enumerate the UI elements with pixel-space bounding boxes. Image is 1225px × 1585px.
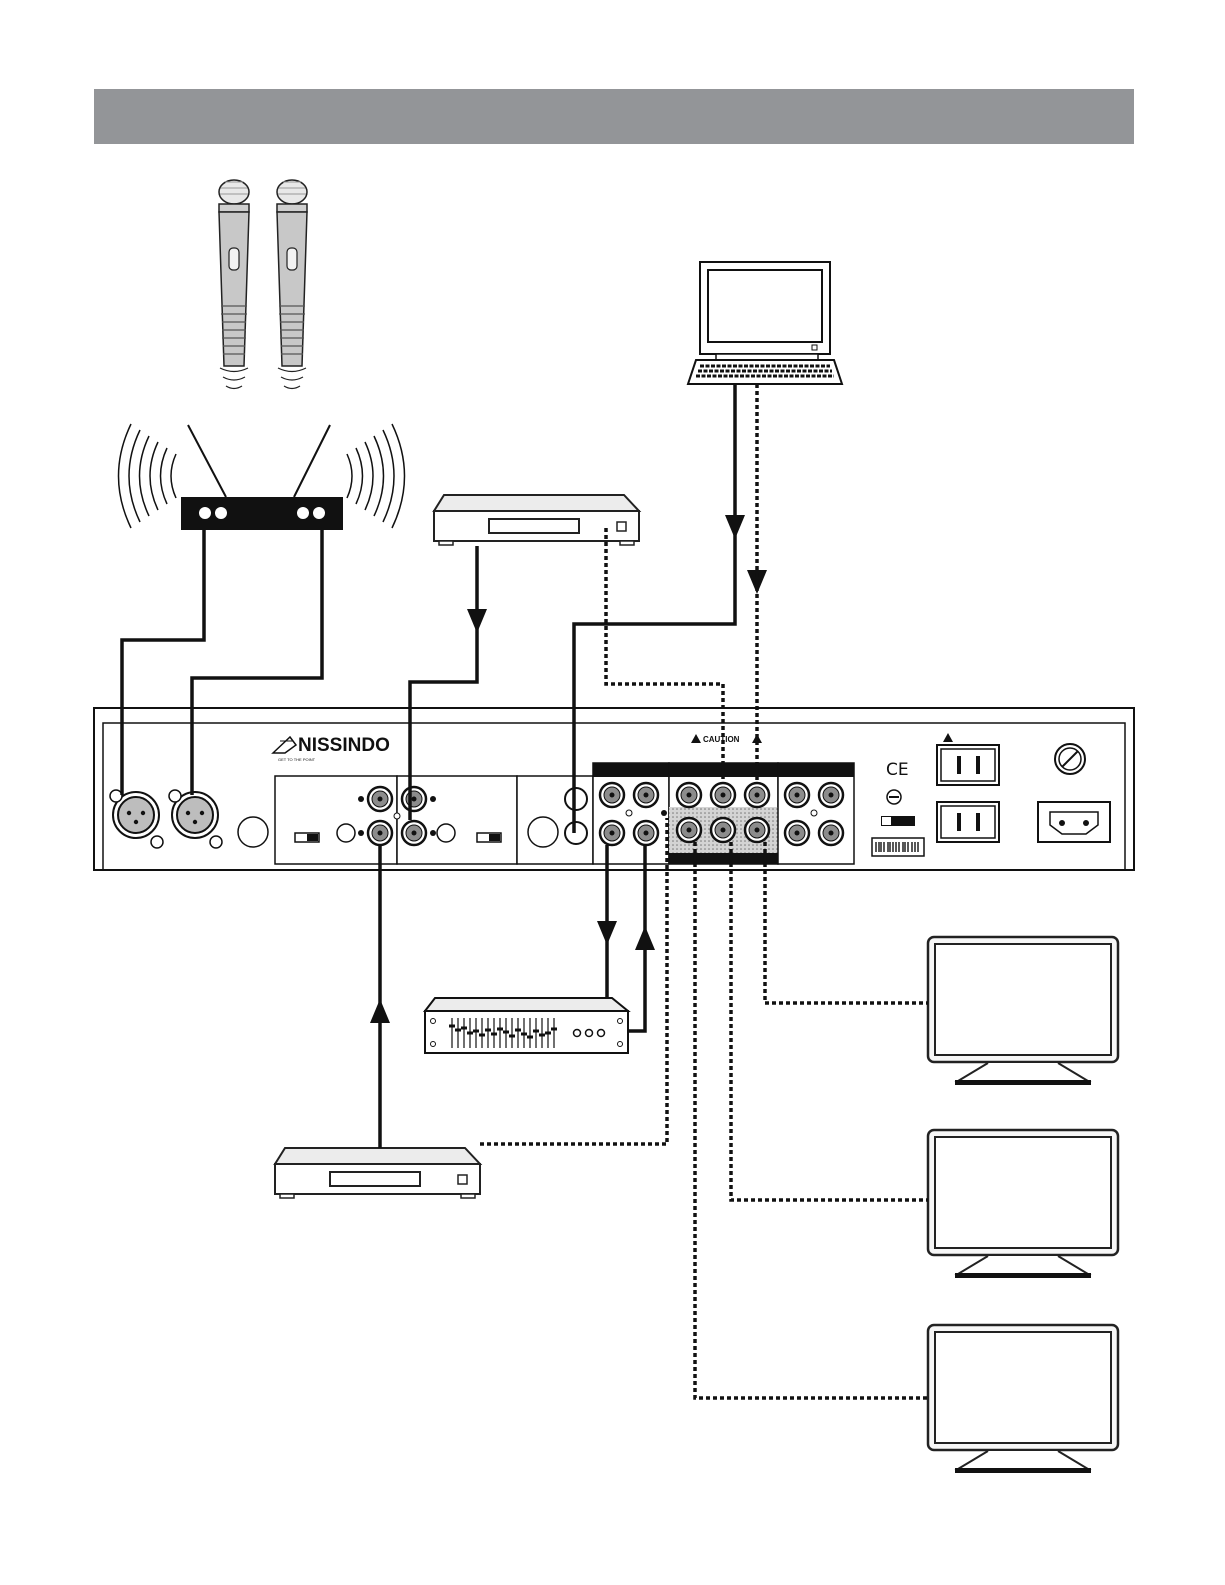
video-jack [711,783,735,807]
voltage-selector-icon [887,790,901,804]
tv-monitor [928,1325,1118,1473]
wireless-receiver [181,425,343,530]
barcode-label [872,838,924,856]
arrow-down-icon [725,515,745,539]
video-jack [677,818,701,842]
brand-tagline: GET TO THE POINT [278,757,316,762]
dvd-player [434,495,639,545]
video-jack [677,783,701,807]
rca-jack [600,821,624,845]
rca-jack [634,821,658,845]
video-jack [711,818,735,842]
brand-name: NISSINDO [298,735,390,756]
video-jack [745,818,769,842]
dvd-player [275,1148,480,1198]
video-jack [745,783,769,807]
rca-jack [600,783,624,807]
wireless-microphone [219,180,249,389]
arrow-up-icon [370,999,390,1023]
rca-jack [402,787,426,811]
rca-jack [819,783,843,807]
rca-jack [368,821,392,845]
rca-jack [785,783,809,807]
rca-jack [368,787,392,811]
ac-outlet [937,745,999,785]
rca-jack [785,821,809,845]
tv-monitor [928,937,1118,1085]
header-band [94,89,1134,144]
fuse-holder-icon [1055,744,1085,774]
graphic-equalizer [425,998,628,1053]
arrow-up-icon [635,926,655,950]
karaoke-amplifier: NISSINDO GET TO THE POINT [94,708,1134,870]
tv-monitor [928,1130,1118,1278]
rca-jack [819,821,843,845]
ac-outlet [937,802,999,842]
power-inlet-icon [1038,802,1110,842]
arrow-down-icon [597,921,617,945]
rca-jack [634,783,658,807]
wireless-microphone [277,180,307,389]
ce-mark: CE [886,760,909,780]
rca-jack [402,821,426,845]
computer [688,262,842,384]
arrow-down-icon [467,609,487,633]
